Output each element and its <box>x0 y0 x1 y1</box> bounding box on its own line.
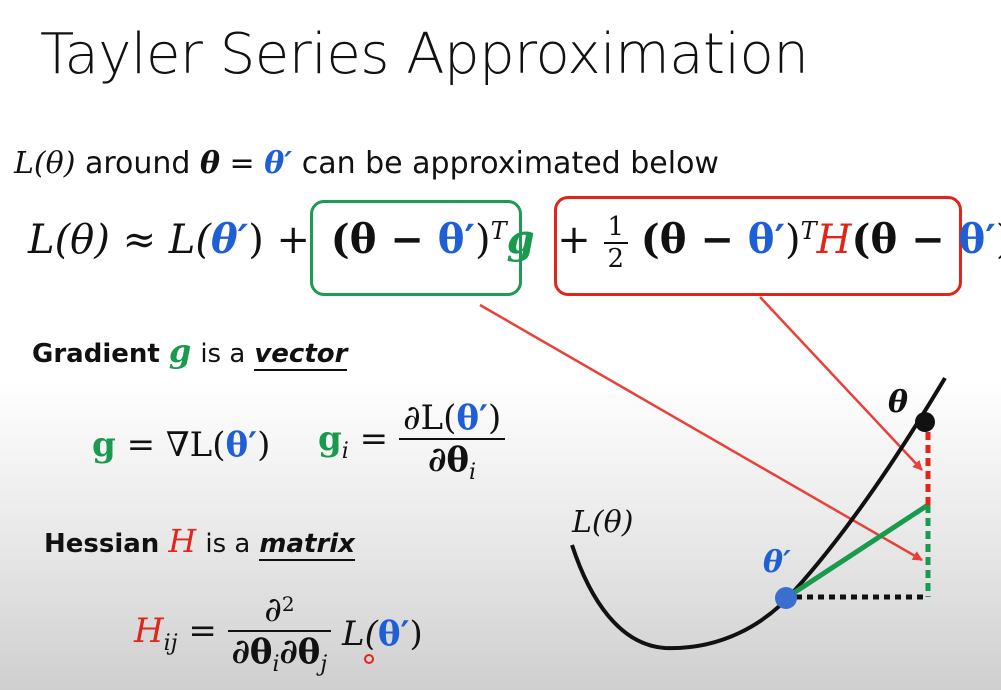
gi-eq: = <box>348 419 389 459</box>
loss-curve <box>570 376 947 651</box>
gi-g: g <box>318 419 342 459</box>
gi-den: ∂θ <box>428 440 470 480</box>
formula-theta-prime: θ′ <box>210 216 249 263</box>
gradient-component-equation: gi = ∂L(θ′) ∂θi <box>318 398 506 485</box>
gi-num-theta: θ′ <box>456 398 489 438</box>
grad-eq-close: ) <box>257 425 271 465</box>
intro-lhs: L(θ) <box>14 146 76 181</box>
gi-den-sub: i <box>469 460 477 485</box>
hess-eq-lhs: Hij = <box>134 611 217 656</box>
curve-label: L(θ) <box>572 505 634 540</box>
grad-term-g: g <box>506 216 535 263</box>
half-num: 1 <box>603 212 629 244</box>
intro-line: L(θ) around θ = θ′ can be approximated b… <box>14 146 719 181</box>
hessian-equation: Hij = ∂2 ∂θi∂θj L(θ′) <box>134 590 423 677</box>
hess-term: (θ − θ′)TH(θ − θ′) <box>640 216 1001 263</box>
gradient-label-g: g <box>168 332 192 370</box>
hess-den1: ∂θ <box>231 632 273 672</box>
grad-eq-g: g <box>92 425 116 465</box>
intro-tail: can be approximated below <box>301 146 719 181</box>
hess-fraction: ∂2 ∂θi∂θj <box>227 590 332 677</box>
hessian-label-word: matrix <box>259 529 355 561</box>
grad-term-b: ) <box>474 217 491 263</box>
formula-left: L(θ) ≈ L( <box>28 217 211 263</box>
formula-plus2: + <box>557 217 591 263</box>
hess-a: (θ − <box>640 216 748 263</box>
intro-around: around <box>84 146 191 181</box>
theta-point <box>915 412 935 432</box>
hess-after-close: ) <box>409 613 423 654</box>
gradient-label-word: vector <box>254 339 348 371</box>
intro-theta: θ <box>199 146 220 181</box>
theta-prime-point <box>775 587 797 609</box>
gi-num-a: ∂L( <box>402 398 457 438</box>
half-den: 2 <box>607 244 625 274</box>
hess-after-L: L( <box>342 613 378 654</box>
hess-H: H <box>816 217 852 263</box>
intro-theta-prime: θ′ <box>264 146 293 181</box>
hess-den2: ∂θ <box>279 632 321 672</box>
hess-eq-sub: ij <box>163 631 178 656</box>
gradient-label-a: Gradient <box>32 339 160 369</box>
hess-c: (θ − <box>851 216 959 263</box>
hess-num: ∂ <box>264 590 282 630</box>
gradient-label-b: is a <box>200 339 246 369</box>
cursor-dot-icon <box>364 654 374 664</box>
gi-fraction: ∂L(θ′) ∂θi <box>398 398 506 485</box>
hessian-pointer-arrow <box>759 296 923 471</box>
grad-term-T: T <box>490 217 507 245</box>
grad-eq-theta-prime: θ′ <box>225 425 258 465</box>
tangent-line <box>784 502 930 601</box>
gradient-pointer-arrow <box>479 303 923 562</box>
hessian-heading: Hessian H is a matrix <box>44 522 355 561</box>
theta-prime-label: θ′ <box>763 545 791 580</box>
theta-label: θ <box>888 385 909 420</box>
gi-frac-num: ∂L(θ′) <box>398 398 506 440</box>
grad-eq-rest: = ∇L( <box>115 425 226 465</box>
hess-after-theta: θ′ <box>377 613 410 654</box>
hess-after: L(θ′) <box>342 614 423 654</box>
hess-theta-prime: θ′ <box>747 216 786 263</box>
hess-num-sup: 2 <box>281 592 295 616</box>
formula-plus1: ) + <box>248 217 311 263</box>
gradient-equation: g = ∇L(θ′) <box>92 425 270 465</box>
grad-term-theta-prime: θ′ <box>437 216 475 263</box>
hess-den-sub2: j <box>320 652 328 677</box>
hessian-label-H: H <box>168 522 197 560</box>
grad-term: (θ − θ′)Tg <box>330 216 535 263</box>
hessian-label-b: is a <box>205 529 251 559</box>
slide-title: Tayler Series Approximation <box>40 22 809 87</box>
hess-T: T <box>800 217 817 245</box>
gi-frac-den: ∂θi <box>399 440 505 485</box>
hess-b: ) <box>785 217 801 263</box>
hessian-label-a: Hessian <box>44 529 160 559</box>
hess-frac-den: ∂θi∂θj <box>228 632 332 677</box>
gradient-term-box <box>310 200 522 296</box>
hess-eq-H: H <box>134 611 164 651</box>
hessian-term-box <box>554 196 962 296</box>
hess-frac-num: ∂2 <box>227 590 332 632</box>
gradient-heading: Gradient g is a vector <box>32 332 348 371</box>
hess-den-sub1: i <box>272 652 280 677</box>
hess-theta-prime2: θ′ <box>958 216 996 263</box>
hess-d: ) <box>996 217 1001 263</box>
gi-sub: i <box>341 439 349 464</box>
intro-equals: = <box>229 146 255 181</box>
hess-eq-equals: = <box>177 611 217 651</box>
grad-term-a: (θ − <box>330 216 438 263</box>
gi-num-close: ) <box>488 398 502 438</box>
gi-lhs: gi = <box>318 419 388 464</box>
